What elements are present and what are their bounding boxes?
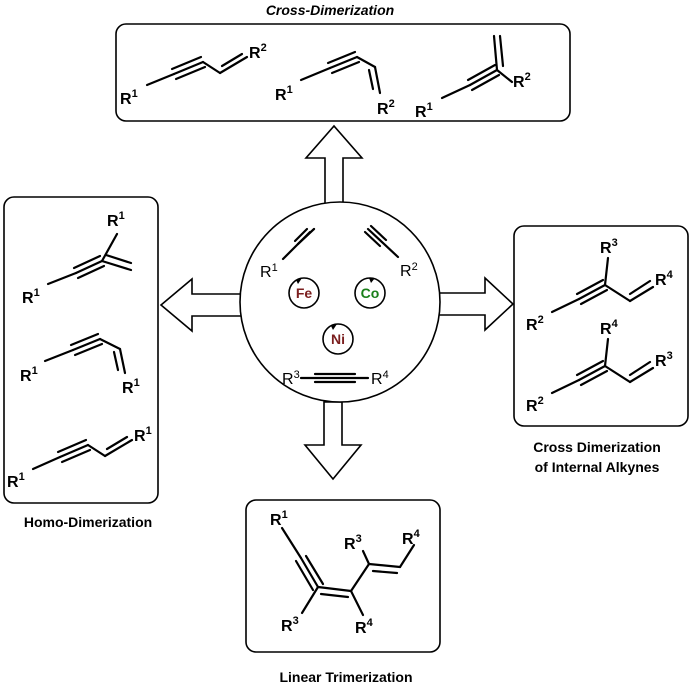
svg-text:R1: R1 xyxy=(7,471,25,491)
svg-text:R1: R1 xyxy=(22,287,40,307)
svg-text:R2: R2 xyxy=(526,314,544,334)
svg-text:R1: R1 xyxy=(20,365,38,385)
internal-product-b: R2 R4 R3 xyxy=(526,318,673,415)
product-trans-enyne: R1 R2 xyxy=(120,42,267,108)
svg-text:R3: R3 xyxy=(655,350,673,370)
svg-text:R1: R1 xyxy=(270,509,288,529)
catalyst-ni: Ni xyxy=(322,323,354,355)
box-cross-dimerization: R1 R2 R1 R2 R1 R2 xyxy=(115,23,571,122)
center-r4: R4 xyxy=(371,369,389,388)
title-cross-internal-line1: Cross Dimerization xyxy=(533,439,661,455)
svg-text:R2: R2 xyxy=(249,42,267,62)
svg-text:R4: R4 xyxy=(402,528,421,548)
svg-text:R1: R1 xyxy=(107,210,125,230)
svg-text:R1: R1 xyxy=(134,425,152,445)
homo-gem-enyne: R1 R1 xyxy=(22,210,133,307)
svg-text:R4: R4 xyxy=(600,318,619,338)
svg-text:R1: R1 xyxy=(120,88,138,108)
product-gem-enyne: R1 R2 xyxy=(415,34,531,121)
box-homo-dimerization: R1 R1 R1 R1 R1 R1 xyxy=(3,196,159,504)
arrow-left xyxy=(159,277,243,333)
svg-text:R1: R1 xyxy=(415,101,433,121)
box-cross-internal: R2 R3 R4 R2 R4 R3 xyxy=(513,225,689,427)
center-r2: R2 xyxy=(400,261,418,280)
box-linear-trimerization: R1 R3 R4 R3 R4 xyxy=(245,499,441,653)
product-cis-enyne: R1 R2 xyxy=(275,50,395,118)
center-r1: R1 xyxy=(260,262,278,281)
svg-text:Co: Co xyxy=(361,285,380,301)
svg-text:Fe: Fe xyxy=(296,285,313,301)
svg-text:R3: R3 xyxy=(344,533,362,553)
svg-text:R2: R2 xyxy=(513,71,531,91)
svg-text:R3: R3 xyxy=(600,237,618,257)
arrow-up xyxy=(304,124,364,206)
svg-text:R1: R1 xyxy=(275,84,293,104)
svg-text:R3: R3 xyxy=(281,615,299,635)
catalyst-fe: Fe xyxy=(288,277,320,309)
homo-cis-enyne: R1 R1 xyxy=(20,332,140,397)
svg-text:R1: R1 xyxy=(122,377,140,397)
svg-text:R4: R4 xyxy=(355,617,374,637)
svg-text:R2: R2 xyxy=(526,395,544,415)
center-r3: R3 xyxy=(282,369,300,388)
title-linear-trimerization: Linear Trimerization xyxy=(279,669,412,685)
svg-text:R2: R2 xyxy=(377,98,395,118)
arrow-down xyxy=(303,401,363,481)
svg-text:Ni: Ni xyxy=(331,331,345,347)
svg-text:R4: R4 xyxy=(655,269,674,289)
title-cross-internal-line2: of Internal Alkynes xyxy=(535,459,660,475)
title-homo-dimerization: Homo-Dimerization xyxy=(24,514,152,530)
title-cross-dimerization: Cross-Dimerization xyxy=(266,2,394,18)
trimer-product: R1 R3 R4 R3 R4 xyxy=(270,509,421,637)
catalyst-circle: R1 R2 R3 R4 Fe Co Ni xyxy=(239,201,441,403)
arrow-right xyxy=(433,276,515,332)
catalyst-co: Co xyxy=(354,277,386,309)
homo-trans-enyne: R1 R1 xyxy=(7,425,152,491)
internal-product-a: R2 R3 R4 xyxy=(526,237,674,334)
